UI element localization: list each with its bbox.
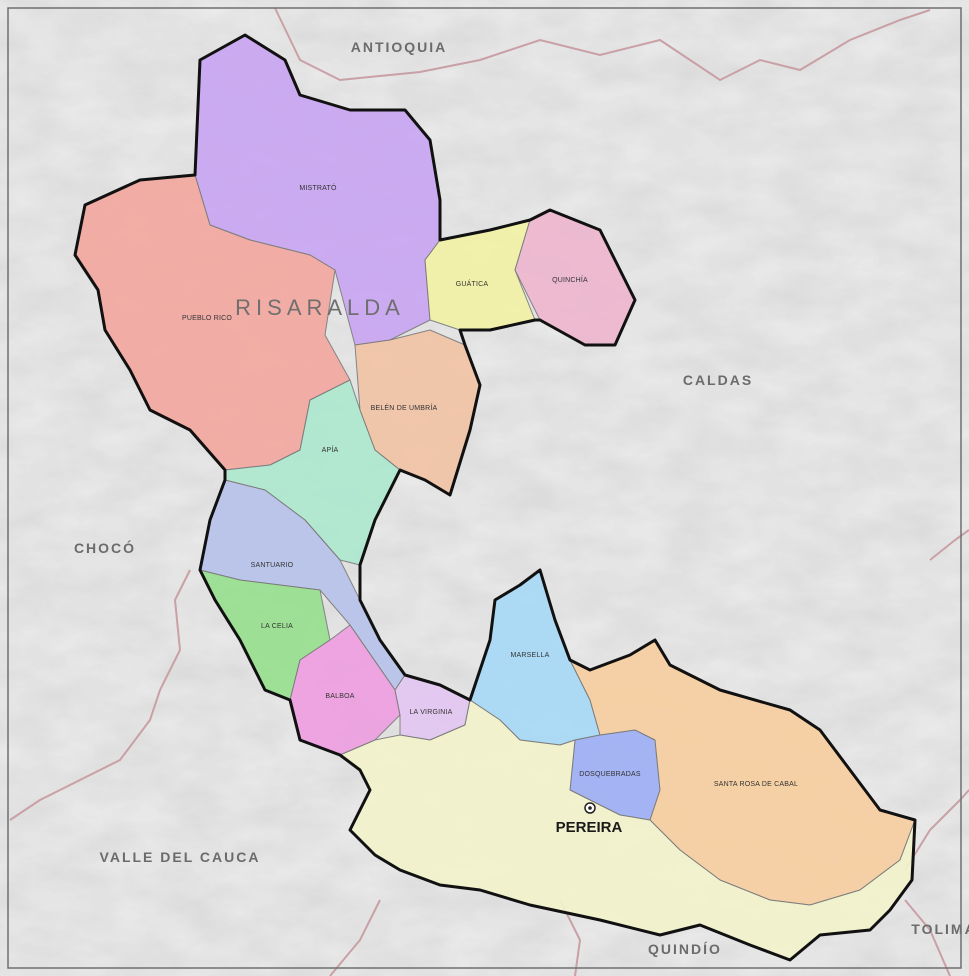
label-pueblo-rico: PUEBLO RICO xyxy=(182,315,232,322)
department-outline xyxy=(73,33,917,962)
label-tolima: TOLIMA xyxy=(911,921,969,937)
label-balboa: BALBOA xyxy=(325,693,354,700)
label-santa-rosa: SANTA ROSA DE CABAL xyxy=(714,781,798,788)
label-choco: CHOCÓ xyxy=(74,539,136,556)
map-title: RISARALDA xyxy=(235,295,405,320)
label-la-celia: LA CELIA xyxy=(261,623,293,630)
label-santuario: SANTUARIO xyxy=(251,562,294,569)
label-quindio: QUINDÍO xyxy=(648,941,722,957)
label-la-virginia: LA VIRGINIA xyxy=(409,709,452,716)
map-border xyxy=(7,7,962,969)
capital-center-icon xyxy=(588,806,592,810)
label-caldas: CALDAS xyxy=(683,372,753,388)
label-antioquia: ANTIOQUIA xyxy=(351,39,448,55)
neighbor-labels: ANTIOQUIA CALDAS CHOCÓ VALLE DEL CAUCA Q… xyxy=(74,39,969,957)
municipality-labels: MISTRATÓ PUEBLO RICO GUÁTICA QUINCHÍA BE… xyxy=(182,183,798,788)
label-mistrato: MISTRATÓ xyxy=(299,183,337,192)
label-marsella: MARSELLA xyxy=(511,652,550,659)
label-guatica: GUÁTICA xyxy=(456,279,489,288)
label-dosquebradas: DOSQUEBRADAS xyxy=(579,771,641,778)
capital-marker: PEREIRA xyxy=(556,802,623,836)
label-valle-del-cauca: VALLE DEL CAUCA xyxy=(100,849,261,865)
label-capital: PEREIRA xyxy=(556,819,623,836)
label-belen: BELÉN DE UMBRÍA xyxy=(371,403,438,412)
label-quinchia: QUINCHÍA xyxy=(552,275,588,284)
neighbor-borders xyxy=(9,7,969,976)
label-apia: APÍA xyxy=(322,445,339,454)
